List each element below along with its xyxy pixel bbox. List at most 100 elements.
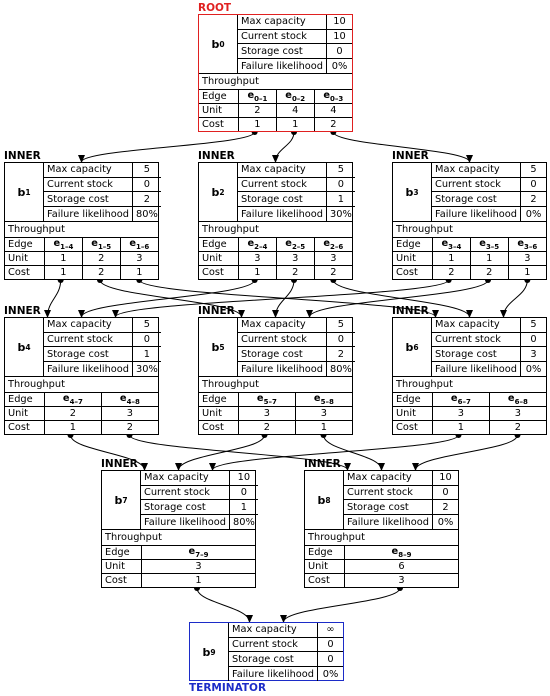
edge-name: e1–5: [81, 237, 121, 252]
current-stock-value: 0: [317, 637, 343, 653]
edge-name: e0–1: [238, 89, 277, 104]
max-capacity-label: Max capacity: [236, 163, 327, 178]
cost-value: 2: [81, 265, 121, 279]
cost-value: 2: [313, 117, 352, 131]
edge-b0-b2: [272, 131, 295, 163]
current-stock-label: Current stock: [236, 332, 327, 348]
unit-label: Unit: [199, 406, 239, 421]
edge-name: e3–5: [469, 237, 509, 252]
max-capacity-value: 5: [326, 163, 355, 178]
cost-label: Cost: [102, 573, 142, 587]
edge-label: Edge: [393, 392, 433, 407]
cost-value: 1: [432, 420, 490, 434]
cost-value: 1: [238, 117, 277, 131]
current-stock-value: 0: [326, 332, 355, 348]
max-capacity-label: Max capacity: [342, 471, 433, 486]
failure-likelihood-value: 30%: [326, 206, 355, 221]
cost-label: Cost: [5, 420, 45, 434]
unit-value: 1: [432, 251, 471, 266]
throughput-title: Throughput: [393, 376, 546, 392]
failure-likelihood-value: 80%: [229, 514, 258, 529]
cost-value: 1: [507, 265, 546, 279]
current-stock-value: 0: [520, 177, 546, 193]
failure-likelihood-label: Failure likelihood: [342, 514, 433, 529]
throughput-title: Throughput: [393, 221, 546, 237]
failure-likelihood-value: 0%: [317, 666, 343, 681]
edge-b6-b8: [412, 434, 518, 471]
unit-label: Unit: [5, 406, 45, 421]
max-capacity-value: ∞: [317, 623, 343, 638]
storage-cost-value: 0: [326, 43, 352, 60]
storage-cost-value: 2: [132, 191, 161, 208]
storage-cost-label: Storage cost: [342, 499, 433, 516]
max-capacity-label: Max capacity: [430, 163, 521, 178]
failure-likelihood-value: 0%: [326, 58, 352, 73]
current-stock-label: Current stock: [236, 29, 327, 45]
max-capacity-label: Max capacity: [227, 623, 318, 638]
throughput-title: Throughput: [5, 221, 158, 237]
cost-label: Cost: [5, 265, 45, 279]
edge-b7-b9: [196, 587, 253, 623]
unit-label: Unit: [393, 251, 433, 266]
cost-value: 1: [238, 265, 277, 279]
unit-value: 1: [44, 251, 83, 266]
unit-value: 3: [488, 406, 546, 421]
cost-value: 2: [238, 420, 296, 434]
failure-likelihood-label: Failure likelihood: [430, 206, 521, 221]
max-capacity-label: Max capacity: [139, 471, 230, 486]
max-capacity-value: 10: [229, 471, 258, 486]
edge-name: e0–2: [275, 89, 315, 104]
current-stock-value: 0: [520, 332, 546, 348]
edge-b1-b4: [44, 279, 62, 318]
failure-likelihood-label: Failure likelihood: [236, 58, 327, 73]
node-role-label: INNER: [198, 305, 235, 317]
storage-cost-label: Storage cost: [139, 499, 230, 516]
edge-label: Edge: [199, 89, 239, 104]
edge-label: Edge: [199, 392, 239, 407]
storage-cost-value: 2: [326, 346, 355, 363]
max-capacity-value: 10: [326, 15, 352, 30]
throughput-title: Throughput: [102, 529, 255, 545]
